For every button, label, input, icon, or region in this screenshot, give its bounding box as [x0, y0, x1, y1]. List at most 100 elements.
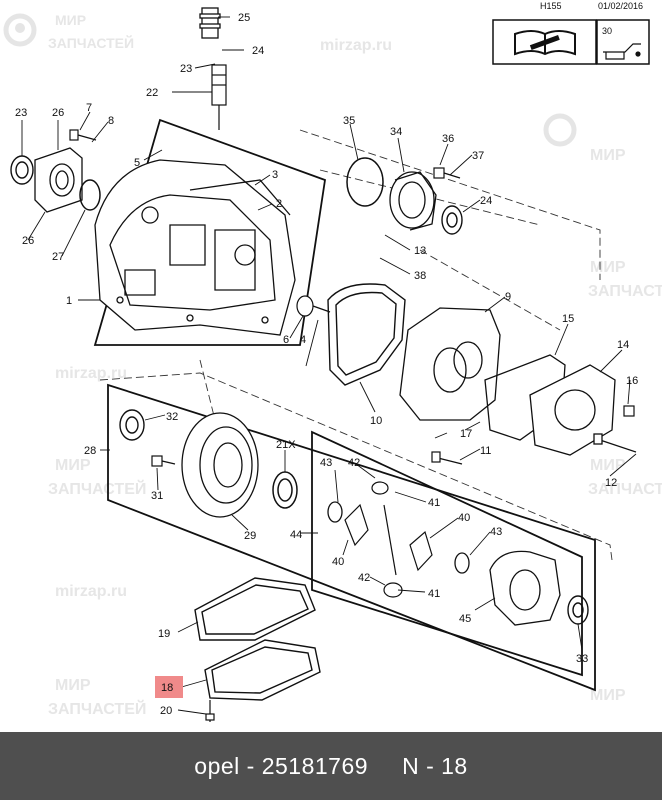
callout-26-right: 24 [480, 195, 492, 207]
part-32-ring-gear [181, 412, 259, 518]
callout-15: 15 [562, 313, 574, 325]
part-27-flange [34, 147, 83, 213]
watermark-text-5: ЗАПЧАСТЕЙ [588, 281, 662, 300]
part-20-bolt [205, 700, 215, 722]
part-25-plug [199, 7, 221, 39]
callout-37: 36 [442, 133, 454, 145]
watermark-url-2: mirzap.ru [55, 365, 127, 382]
part-22-sensor [211, 64, 227, 130]
callout-3: 3 [272, 169, 278, 181]
callout-43-right: 43 [490, 526, 502, 538]
watermark-text-11: ЗАПЧАСТЕЙ [48, 699, 146, 718]
callout-13: 13 [414, 245, 426, 257]
watermark-text-7: ЗАПЧАСТЕЙ [48, 479, 146, 498]
callout-20: 20 [160, 705, 172, 717]
exploded-parts-diagram: МИР ЗАПЧАСТЕЙ mirzap.ru МИР МИР ЗАПЧАСТЕ… [3, 1, 662, 722]
callout-7: 7 [86, 102, 92, 114]
callout-23: 23 [180, 63, 192, 75]
part-16-bolt [623, 405, 635, 417]
callout-44: 44 [290, 529, 302, 541]
header-date: 01/02/2016 [598, 1, 643, 11]
part-7-bolt [69, 129, 97, 141]
part-6-shaft [296, 295, 331, 317]
callout-24: 24 [252, 45, 264, 57]
oil-can-icon [603, 43, 641, 60]
watermark-text-1: МИР [55, 12, 86, 28]
part-19-gasket [194, 577, 316, 641]
footer-part-number: 25181769 [261, 752, 369, 779]
part-43-washer [327, 501, 470, 574]
watermark-group: МИР ЗАПЧАСТЕЙ mirzap.ru МИР МИР ЗАПЧАСТЕ… [3, 12, 662, 718]
callout-35: 34 [390, 126, 402, 138]
watermark-text-12: МИР [590, 687, 626, 704]
callout-25: 25 [238, 12, 250, 24]
footer-ref: N - 18 [402, 752, 468, 779]
callout-39: 38 [414, 270, 426, 282]
callout-5: 5 [134, 157, 140, 169]
callout-32: 29 [244, 530, 256, 542]
part-35-synchro-gear [389, 171, 437, 231]
part-45-diff-case [489, 550, 561, 626]
part-9-cover [399, 307, 501, 421]
footer-separator: - [246, 752, 255, 779]
callout-11: 11 [480, 445, 491, 457]
callout-16: 16 [626, 375, 638, 387]
callout-1: 1 [66, 295, 72, 307]
watermark-url-1: mirzap.ru [320, 37, 392, 54]
callout-38: 37 [472, 150, 484, 162]
callout-34-right: 33 [576, 653, 588, 665]
callout-28: 26 [52, 107, 64, 119]
part-12-bolt [593, 433, 637, 453]
callout-17: 17 [460, 428, 472, 440]
part-40-42-gears [344, 481, 433, 598]
callout-10: 10 [370, 415, 382, 427]
callout-14: 14 [617, 339, 629, 351]
watermark-url-3: mirzap.ru [55, 583, 127, 600]
part-36-ring [346, 157, 384, 207]
callout-8: 8 [108, 115, 114, 127]
callout-41-top: 41 [428, 497, 440, 509]
part-33-bolt [151, 455, 176, 467]
callout-31: 28 [84, 445, 96, 457]
callout-26-left: 23 [15, 107, 27, 119]
callout-18: 18 [161, 682, 173, 694]
watermark-text-10: МИР [55, 677, 91, 694]
part-34-seal-right [567, 595, 589, 625]
watermark-logo-icon [3, 13, 37, 47]
highlight-box [155, 676, 183, 698]
part-21x-ring [272, 471, 298, 509]
callout-36: 35 [343, 115, 355, 127]
part-14-cover [529, 364, 616, 456]
leader-lines [21, 16, 637, 715]
callout-2: 2 [276, 198, 282, 210]
part-1-housing [94, 159, 296, 336]
callout-19: 19 [158, 628, 170, 640]
part-26-seal-right [441, 205, 463, 235]
callout-41-bottom: 41 [428, 588, 440, 600]
manual-icon-box: 30 [492, 19, 650, 65]
callout-9: 9 [505, 291, 511, 303]
part-29-oring [79, 179, 101, 211]
callout-34-left: 32 [166, 411, 178, 423]
callout-42-bottom: 42 [358, 572, 370, 584]
watermark-text-8: МИР [590, 457, 626, 474]
callout-27: 26 [22, 235, 34, 247]
footer-bar: opel - 25181769 N - 18 [0, 732, 662, 800]
callout-43-top: 43 [320, 457, 332, 469]
callout-29: 27 [52, 251, 64, 263]
part-18-gasket [204, 639, 321, 701]
diff-internal-frame [311, 430, 583, 677]
part-10-gasket [327, 283, 406, 386]
part-11-bolt [431, 451, 463, 465]
watermark-text-4: МИР [590, 259, 626, 276]
callout-6: 6 [283, 334, 289, 346]
header-code: H155 [540, 1, 562, 11]
watermark-text-3: МИР [590, 147, 626, 164]
callout-12: 12 [605, 477, 617, 489]
watermark-text-9: ЗАПЧАСТЕЙ [588, 479, 662, 498]
callout-4: 4 [300, 334, 306, 346]
footer-brand: opel [194, 752, 240, 779]
callout-40-right: 40 [458, 512, 470, 524]
box-number: 30 [602, 26, 612, 36]
part-26-seal [10, 155, 34, 185]
